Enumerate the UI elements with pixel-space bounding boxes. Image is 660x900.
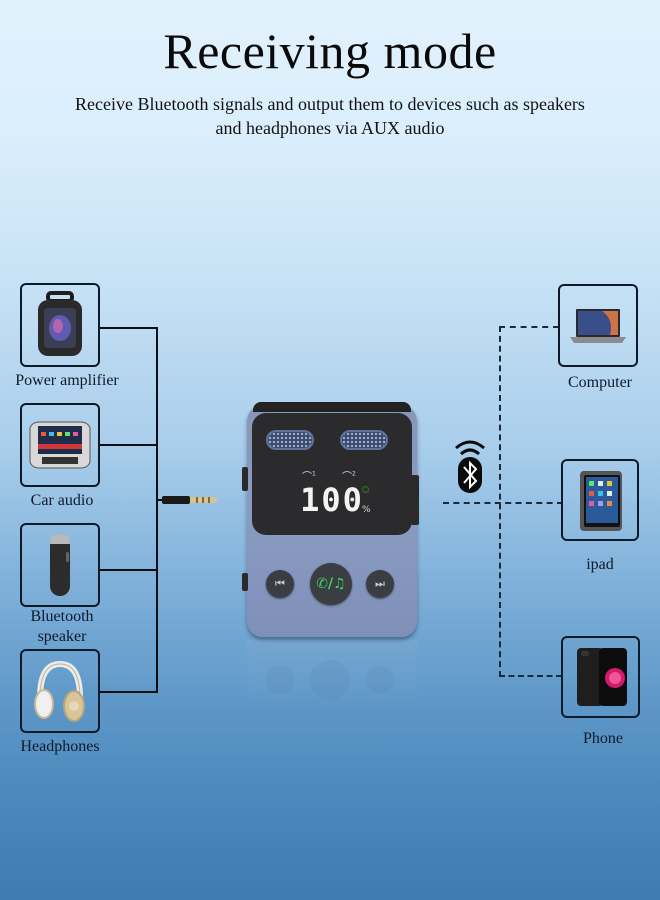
call-music-button[interactable]: ✆/♫ — [310, 563, 352, 605]
laptop-icon — [570, 308, 626, 343]
phone-label: Phone — [583, 730, 623, 747]
volume-display: 100 — [300, 481, 364, 519]
headphones-label: Headphones — [20, 738, 100, 755]
aux-line-car-audio — [100, 444, 158, 446]
portable-speaker-icon — [38, 291, 82, 356]
car-audio-label: Car audio — [30, 492, 94, 509]
car-audio-card — [20, 403, 100, 487]
next-track-button[interactable]: ⏭ — [366, 570, 394, 598]
volume-unit: % — [362, 505, 371, 515]
subtitle-line-1: Receive Bluetooth signals and output the… — [75, 94, 585, 114]
mic-grille-left — [266, 430, 314, 450]
bluetooth-speaker-label: Bluetooth speaker — [30, 608, 94, 645]
bt-line-computer — [499, 326, 559, 328]
bluetooth-speaker-icon — [50, 534, 70, 596]
side-port-right — [411, 475, 419, 525]
bluetooth-icon — [455, 440, 485, 493]
phone-card — [561, 636, 640, 718]
headphone-1-indicator: ⌒1 — [302, 470, 316, 483]
page-subtitle: Receive Bluetooth signals and output the… — [0, 92, 660, 140]
status-led — [362, 486, 369, 493]
car-stereo-icon — [29, 421, 91, 469]
headphones-icon — [34, 660, 85, 722]
aux-line-power-amplifier — [100, 327, 158, 329]
subtitle-line-2: and headphones via AUX audio — [215, 118, 445, 138]
smartphone-icon — [576, 648, 627, 706]
device-screen: ⌒1 ⌒2 100 % — [252, 413, 412, 535]
page-title: Receiving mode — [163, 23, 497, 79]
headphones-card — [20, 649, 100, 733]
ipad-card — [561, 459, 639, 541]
mic-grille-right — [340, 430, 388, 450]
previous-track-button[interactable]: ⏮ — [266, 570, 294, 598]
computer-label: Computer — [568, 374, 632, 391]
aux-line-bluetooth-speaker — [100, 569, 158, 571]
aux-plug-icon — [156, 496, 218, 504]
power-amplifier-label: Power amplifier — [15, 372, 119, 389]
ipad-label: ipad — [586, 556, 614, 573]
bt-line-phone — [499, 675, 562, 677]
side-button-left-lower[interactable] — [242, 573, 248, 591]
side-button-left-upper[interactable] — [242, 467, 248, 491]
aux-trunk-line — [156, 327, 158, 693]
tablet-icon — [580, 471, 622, 531]
bt-line-ipad — [443, 502, 563, 504]
bt-trunk-line — [499, 326, 501, 677]
bluetooth-speaker-card — [20, 523, 100, 607]
bluetooth-receiver-device: ⌒1 ⌒2 100 % ⏮ ✆/♫ ⏭ — [242, 402, 419, 637]
power-amplifier-card — [20, 283, 100, 367]
computer-card — [558, 284, 638, 367]
device-top-edge — [253, 402, 411, 412]
device-reflection — [247, 640, 417, 710]
aux-line-headphones — [100, 691, 158, 693]
headphone-2-indicator: ⌒2 — [342, 470, 356, 483]
